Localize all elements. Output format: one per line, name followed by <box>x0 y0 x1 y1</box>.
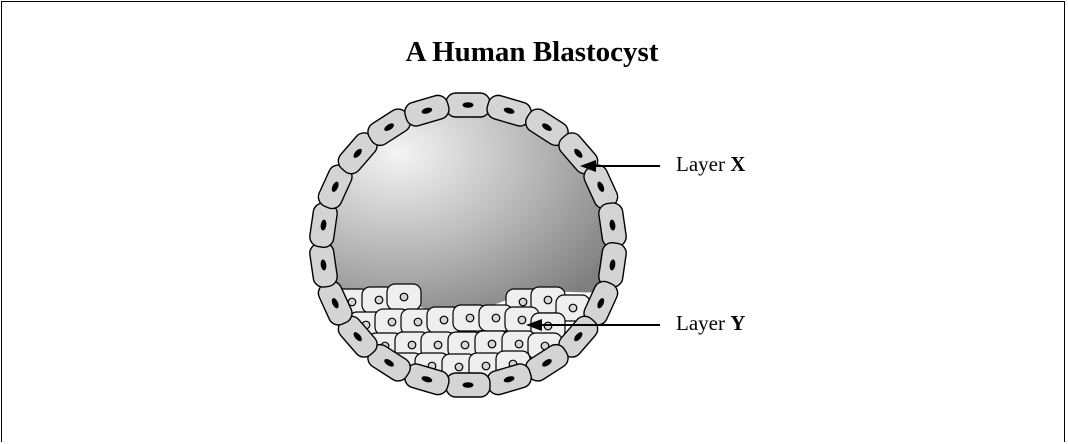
trophoblast-cell <box>446 93 490 117</box>
trophoblast-cell <box>446 373 490 397</box>
label-layer-y-letter: Y <box>730 311 745 335</box>
label-layer-x-letter: X <box>730 152 745 176</box>
label-layer-x-prefix: Layer <box>676 152 730 176</box>
label-layer-y: Layer Y <box>676 311 745 336</box>
inner-mass-cell <box>387 284 421 310</box>
label-layer-y-prefix: Layer <box>676 311 730 335</box>
arrow-layer-x <box>580 160 660 172</box>
label-layer-x: Layer X <box>676 152 745 177</box>
